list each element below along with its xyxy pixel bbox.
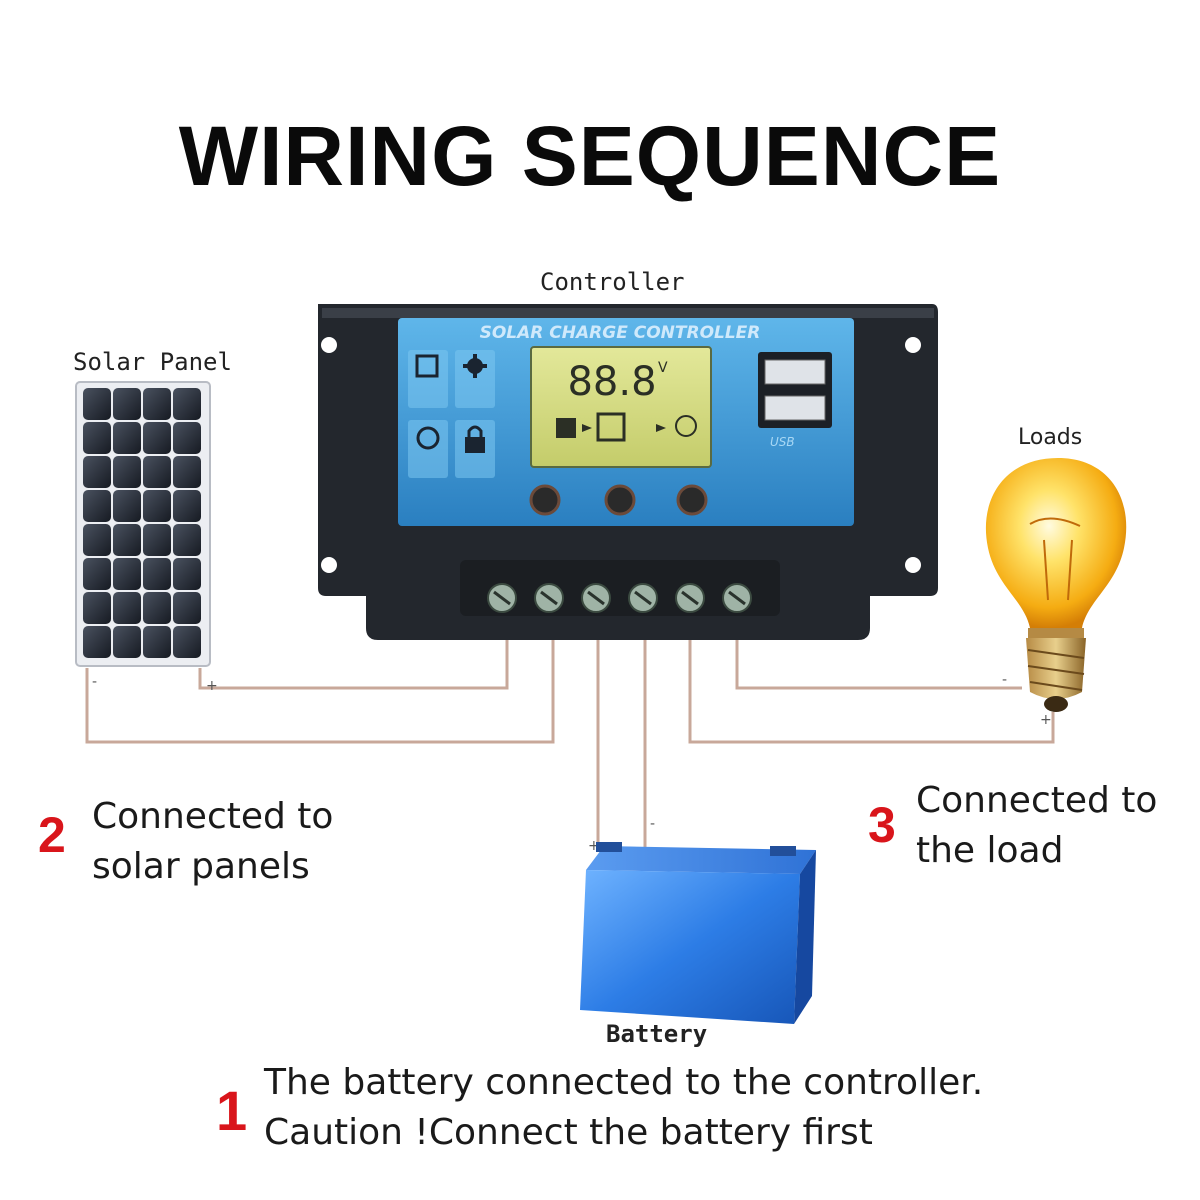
solar-cell bbox=[173, 456, 201, 488]
solar-cell bbox=[143, 626, 171, 658]
solar-cell bbox=[173, 558, 201, 590]
solar-cell bbox=[83, 524, 111, 556]
step-number-2: 2 bbox=[38, 807, 66, 863]
step-3-line-2: the load bbox=[916, 830, 1064, 871]
up-button bbox=[676, 484, 708, 516]
solar-cell bbox=[113, 524, 141, 556]
solar-cell bbox=[173, 592, 201, 624]
mount-hole-bottom-left bbox=[321, 557, 337, 573]
step-number-3: 3 bbox=[868, 797, 896, 853]
panel-plus-mark: + bbox=[206, 678, 218, 694]
solar-cell bbox=[113, 558, 141, 590]
solar-cell bbox=[83, 422, 111, 454]
solar-cell bbox=[83, 592, 111, 624]
solar-cell bbox=[173, 490, 201, 522]
solar-cell bbox=[113, 490, 141, 522]
solar-cell bbox=[143, 422, 171, 454]
light-bulb bbox=[985, 458, 1127, 712]
lcd-unit: V bbox=[658, 360, 668, 376]
solar-cell bbox=[143, 490, 171, 522]
battery-minus-mark: - bbox=[650, 816, 655, 832]
step-3-line-1: Connected to bbox=[916, 780, 1158, 821]
solar-cell bbox=[143, 524, 171, 556]
solar-cell bbox=[173, 524, 201, 556]
solar-cell bbox=[143, 558, 171, 590]
solar-cell bbox=[113, 626, 141, 658]
controller-brand-text: SOLAR CHARGE CONTROLLER bbox=[480, 323, 761, 343]
solar-cell bbox=[83, 456, 111, 488]
polarity-marks: - + + - - + bbox=[92, 672, 1052, 854]
solar-cell bbox=[113, 592, 141, 624]
lcd-bulb-icon bbox=[675, 415, 697, 437]
panel-minus-mark: - bbox=[92, 674, 97, 690]
screw-slot bbox=[634, 590, 652, 606]
lcd-flow-icons bbox=[556, 412, 697, 442]
usb-port-2 bbox=[764, 395, 826, 421]
solar-cell bbox=[113, 388, 141, 420]
battery bbox=[580, 842, 816, 1024]
usb-port-1 bbox=[764, 359, 826, 385]
page-title: WIRING SEQUENCE bbox=[178, 109, 1002, 203]
solar-cell bbox=[83, 626, 111, 658]
solar-panel bbox=[75, 381, 211, 667]
step-number-1: 1 bbox=[216, 1079, 248, 1142]
charge-controller: SOLAR CHARGE CONTROLLER 88.8 V bbox=[318, 304, 938, 640]
mount-hole-top-right bbox=[905, 337, 921, 353]
solar-cell bbox=[83, 558, 111, 590]
screw-slot bbox=[540, 590, 558, 606]
solar-cell bbox=[143, 388, 171, 420]
usb-label: USB bbox=[770, 435, 795, 449]
screw-slot bbox=[493, 590, 511, 606]
mount-hole-top-left bbox=[321, 337, 337, 353]
step-1-line-1: The battery connected to the controller. bbox=[264, 1062, 984, 1103]
solar-cell bbox=[113, 456, 141, 488]
load-plus-mark: + bbox=[1040, 712, 1052, 728]
step-1-line-2: Caution !Connect the battery first bbox=[264, 1112, 873, 1153]
wires bbox=[85, 612, 1055, 848]
solar-cell bbox=[83, 490, 111, 522]
clock-icon bbox=[416, 426, 440, 450]
screw-slot bbox=[728, 590, 746, 606]
screw-slot bbox=[587, 590, 605, 606]
solar-cell bbox=[173, 626, 201, 658]
solar-cell bbox=[143, 592, 171, 624]
battery-label: Battery bbox=[606, 1020, 708, 1048]
solar-cell bbox=[113, 422, 141, 454]
lcd-arrow-icon-2 bbox=[656, 424, 666, 432]
solar-cell bbox=[173, 388, 201, 420]
screw-slot bbox=[681, 590, 699, 606]
wire-load-positive bbox=[688, 612, 1055, 744]
terminal-screws bbox=[487, 583, 752, 613]
wire-panel-positive bbox=[198, 612, 509, 690]
solar-cell bbox=[83, 388, 111, 420]
battery-plus-mark: + bbox=[588, 838, 600, 854]
gear-icon bbox=[463, 354, 487, 378]
solar-cell bbox=[143, 456, 171, 488]
loads-label: Loads bbox=[1018, 425, 1083, 450]
lcd-panel-icon bbox=[556, 418, 576, 438]
mount-hole-bottom-right bbox=[905, 557, 921, 573]
controller-label: Controller bbox=[540, 268, 685, 296]
menu-button bbox=[529, 484, 561, 516]
lock-icon bbox=[465, 425, 485, 453]
lcd-battery-icon bbox=[596, 412, 626, 442]
mode-icons bbox=[408, 350, 495, 478]
step-2-line-2: solar panels bbox=[92, 846, 310, 887]
square-icon bbox=[415, 354, 439, 378]
down-button bbox=[604, 484, 636, 516]
lcd-reading: 88.8 bbox=[567, 359, 656, 405]
solar-cell bbox=[173, 422, 201, 454]
lcd-arrow-icon bbox=[582, 424, 592, 432]
solar-panel-label: Solar Panel bbox=[73, 348, 232, 376]
wire-panel-negative bbox=[85, 612, 555, 744]
usb-ports: USB bbox=[758, 352, 832, 449]
step-2-line-1: Connected to bbox=[92, 796, 334, 837]
load-minus-mark: - bbox=[1002, 672, 1007, 688]
